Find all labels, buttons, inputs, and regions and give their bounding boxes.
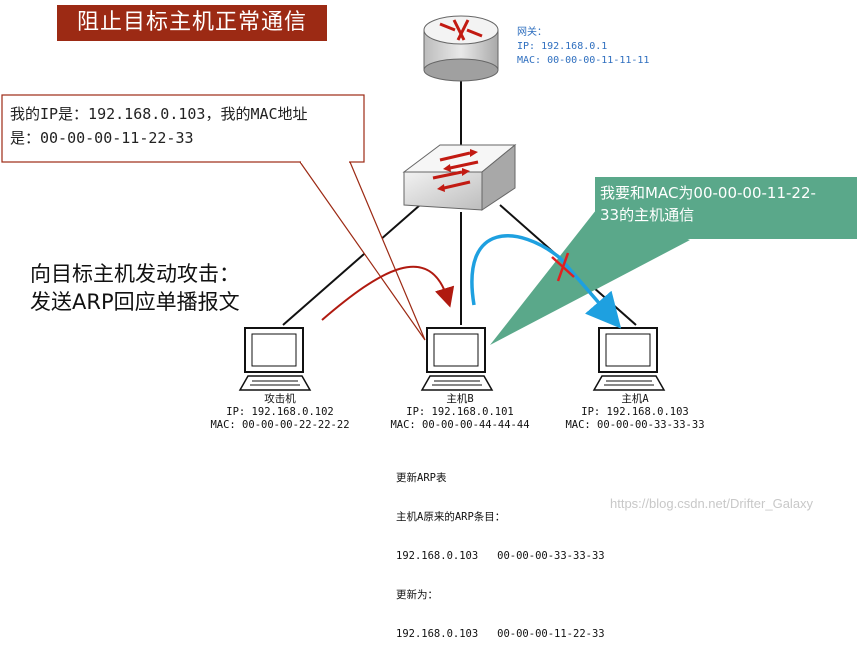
callout-line-1: 我的IP是：192.168.0.103，我的MAC地址 bbox=[10, 105, 308, 123]
gateway-router-icon bbox=[423, 15, 499, 82]
host-a-mac: MAC: 00-00-00-33-33-33 bbox=[565, 419, 705, 431]
network-diagram bbox=[1, 15, 857, 391]
communication-arrow bbox=[470, 234, 622, 329]
host-b-ip: IP: 192.168.0.101 bbox=[406, 406, 514, 418]
bubble-line-1: 我要和MAC为00-00-00-11-22- bbox=[600, 184, 816, 202]
attack-arrow bbox=[321, 265, 455, 321]
cable-switch-attacker bbox=[282, 204, 421, 326]
gateway-info: 网关： IP: 192.168.0.1 MAC: 00-00-00-11-11-… bbox=[517, 26, 649, 68]
callout-box bbox=[1, 94, 426, 341]
callout-text: 我的IP是：192.168.0.103，我的MAC地址 是：00-00-00-1… bbox=[10, 102, 360, 150]
host-b-label: 主机B IP: 192.168.0.101 MAC: 00-00-00-44-4… bbox=[370, 393, 550, 432]
arp-line-1: 更新ARP表 bbox=[396, 472, 447, 484]
arp-line-3: 192.168.0.103 00-00-00-33-33-33 bbox=[396, 550, 605, 562]
attack-line-1: 向目标主机发动攻击： bbox=[30, 262, 240, 286]
attack-description: 向目标主机发动攻击： 发送ARP回应单播报文 bbox=[30, 260, 240, 316]
host-b-mac: MAC: 00-00-00-44-44-44 bbox=[390, 419, 530, 431]
attacker-computer-icon bbox=[238, 327, 312, 391]
blocked-cross-icon bbox=[551, 252, 575, 282]
gateway-mac: MAC: 00-00-00-11-11-11 bbox=[517, 55, 650, 66]
attacker-name: 攻击机 bbox=[264, 393, 296, 405]
bubble-line-2: 33的主机通信 bbox=[600, 206, 695, 224]
callout-line-2: 是：00-00-00-11-22-33 bbox=[10, 129, 194, 147]
arp-line-4: 更新为： bbox=[396, 589, 438, 601]
title-banner: 阻止目标主机正常通信 bbox=[57, 5, 327, 41]
attacker-mac: MAC: 00-00-00-22-22-22 bbox=[210, 419, 350, 431]
attacker-label: 攻击机 IP: 192.168.0.102 MAC: 00-00-00-22-2… bbox=[190, 393, 370, 432]
host-a-name: 主机A bbox=[621, 393, 649, 405]
switch-icon bbox=[402, 143, 517, 211]
host-a-ip: IP: 192.168.0.103 bbox=[581, 406, 689, 418]
host-b-computer-icon bbox=[420, 327, 494, 391]
gateway-label: 网关： bbox=[517, 27, 547, 38]
host-a-computer-icon bbox=[592, 327, 666, 391]
arp-line-5: 192.168.0.103 00-00-00-11-22-33 bbox=[396, 628, 605, 640]
host-a-speech-bubble bbox=[490, 177, 857, 345]
watermark: https://blog.csdn.net/Drifter_Galaxy bbox=[610, 496, 814, 511]
arp-update-note: 更新ARP表 主机A原来的ARP条目： 192.168.0.103 00-00-… bbox=[396, 446, 605, 654]
gateway-ip: IP: 192.168.0.1 bbox=[517, 41, 608, 52]
attack-line-2: 发送ARP回应单播报文 bbox=[30, 290, 240, 314]
host-a-bubble-text: 我要和MAC为00-00-00-11-22- 33的主机通信 bbox=[600, 182, 850, 226]
attacker-ip: IP: 192.168.0.102 bbox=[226, 406, 334, 418]
host-b-name: 主机B bbox=[446, 393, 474, 405]
arp-line-2: 主机A原来的ARP条目： bbox=[396, 511, 506, 523]
host-a-label: 主机A IP: 192.168.0.103 MAC: 00-00-00-33-3… bbox=[545, 393, 725, 432]
